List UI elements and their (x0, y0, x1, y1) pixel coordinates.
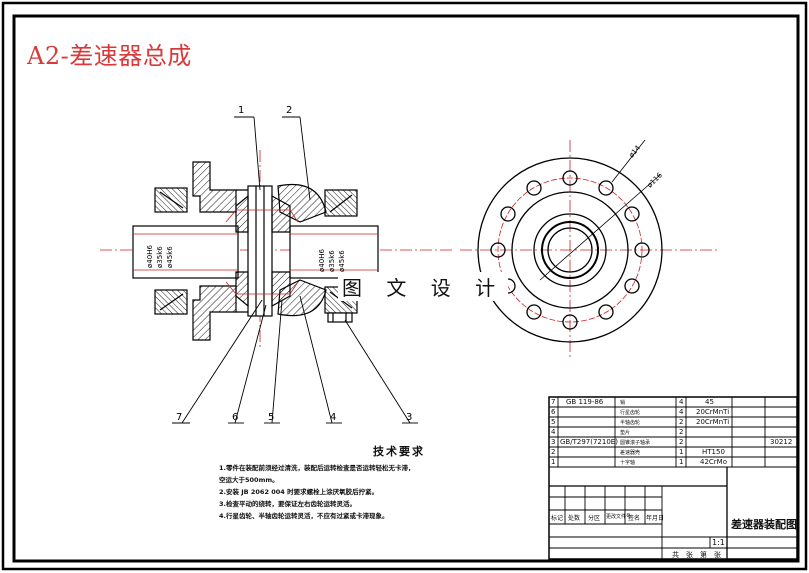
part-qty: 4 (679, 408, 684, 416)
part-qty: 1 (679, 448, 684, 456)
part-name: 垫片 (620, 430, 631, 436)
header-cell: 签名 (628, 515, 641, 522)
part-no: 4 (551, 428, 556, 436)
part-no: 6 (551, 408, 556, 416)
part-no: 1 (551, 458, 556, 466)
part-qty: 4 (679, 398, 684, 406)
part-code: GB 119-86 (566, 398, 604, 406)
dim-hole-circle: ø116 (646, 171, 665, 190)
technical-requirements: 技术要求 1.零件在装配前须经过清洗，装配后运转检查是否运转轻松无卡滞， 空运大… (219, 443, 549, 524)
footer-cell: 共 (672, 551, 679, 559)
part-name: 销 (620, 400, 626, 406)
callout-5: 5 (268, 412, 274, 423)
scale: 1:1 (712, 538, 725, 547)
right-fit-1: ø40H6 (318, 249, 326, 272)
part-name: 行星齿轮 (620, 410, 641, 416)
header-cell: 分区 (588, 515, 601, 522)
drawing-title: A2-差速器总成 (27, 42, 192, 70)
requirement-item: 2.安装 JB 2062 004 时要求螺栓上涂厌氧胶后拧紧。 (219, 488, 379, 496)
part-qty: 2 (679, 428, 684, 436)
part-qty: 1 (679, 458, 684, 466)
part-material: 42CrMo (700, 458, 727, 466)
right-fit-2: ø35k6 (328, 250, 336, 272)
header-cell: 年月日 (646, 515, 665, 522)
part-material: 20CrMnTi (696, 408, 730, 416)
callout-6: 6 (232, 412, 238, 423)
section-view (100, 150, 455, 350)
part-material: 45 (705, 398, 714, 406)
part-name: 十字轴 (620, 460, 636, 466)
watermark-text: 图 文 设 计 (338, 272, 509, 301)
callout-7: 7 (176, 412, 182, 423)
footer-cell: 张 (714, 551, 721, 559)
requirements-title: 技术要求 (373, 445, 425, 458)
side-view (460, 139, 720, 360)
left-fit-1: ø40H6 (146, 245, 154, 268)
requirement-item: 3.检查平动的绕转，要保证左右齿轮运转灵活。 (219, 500, 356, 508)
callout-2: 2 (286, 105, 292, 116)
part-qty: 2 (679, 418, 684, 426)
header-cell: 标记 (551, 515, 564, 522)
part-no: 3 (551, 438, 556, 446)
left-fit-3: ø45k6 (166, 246, 174, 268)
callout-1: 1 (238, 105, 244, 116)
title-block (548, 396, 798, 560)
part-name: 半轴齿轮 (620, 420, 641, 426)
part-material: HT150 (702, 448, 725, 456)
requirement-item: 4.行星齿轮、半轴齿轮运转灵活，不应有过紧或卡滞现象。 (219, 512, 389, 520)
part-code: GB/T297(7210E) (560, 438, 618, 446)
inner-border (12, 14, 800, 563)
right-fit-3: ø45k6 (338, 250, 346, 272)
requirement-item: 空运大于500mm。 (219, 476, 279, 484)
footer-cell: 张 (686, 551, 693, 559)
part-note: 30212 (770, 438, 793, 446)
header-cell: 处数 (568, 515, 581, 522)
part-material: 20CrMnTi (696, 418, 730, 426)
requirement-item: 1.零件在装配前须经过清洗，装配后运转检查是否运转轻松无卡滞， (219, 464, 415, 472)
callout-3: 3 (406, 412, 412, 423)
footer-cell: 第 (700, 551, 707, 559)
callout-4: 4 (330, 412, 336, 423)
leader-lines (172, 116, 418, 424)
part-no: 2 (551, 448, 556, 456)
left-fit-2: ø35k6 (156, 246, 164, 268)
part-name: 差速器壳 (620, 450, 641, 456)
drawing-name: 差速器装配图 (731, 518, 797, 531)
header-cell: 更改文件号 (606, 514, 632, 520)
part-no: 7 (551, 398, 556, 406)
part-no: 5 (551, 418, 556, 426)
part-qty: 2 (679, 438, 684, 446)
part-name: 圆锥滚子轴承 (620, 440, 651, 446)
